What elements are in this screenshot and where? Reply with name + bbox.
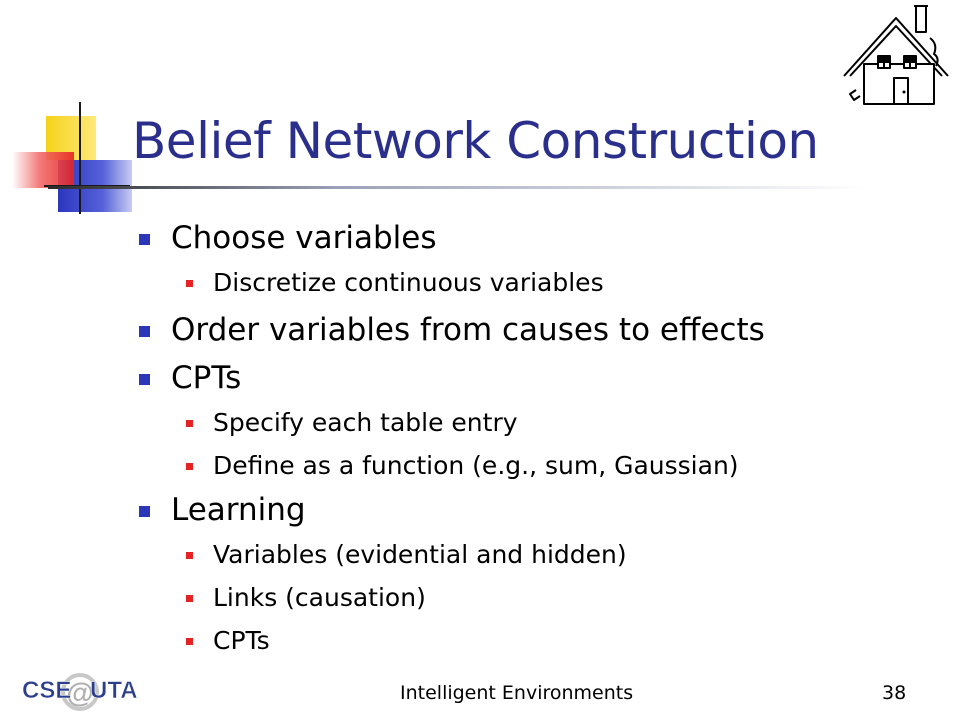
bullet-item: Order variables from causes to effects — [139, 312, 765, 348]
logo-cse: CSE — [22, 677, 71, 704]
bullet-item: Choose variables — [139, 220, 437, 256]
sub-bullet-item: Variables (evidential and hidden) — [186, 540, 627, 569]
decorative-squares-icon — [12, 102, 132, 214]
slide-title: Belief Network Construction — [132, 112, 819, 170]
sub-bullet-item: Discretize continuous variables — [186, 268, 604, 297]
logo-at: @ — [66, 677, 93, 708]
bullet-item: Learning — [139, 492, 306, 528]
logo-uta: UTA — [90, 677, 138, 704]
footer-text: Intelligent Environments — [400, 682, 634, 704]
house-clipart-icon — [843, 5, 949, 105]
cse-uta-logo-icon: @ CSE UTA — [22, 673, 138, 711]
bullet-item: CPTs — [138, 360, 242, 396]
sub-bullet-item: Define as a function (e.g., sum, Gaussia… — [186, 451, 739, 480]
title-underline — [48, 186, 868, 189]
sub-bullet-item: Links (causation) — [186, 583, 426, 612]
page-number: 38 — [882, 682, 907, 704]
sub-bullet-item: CPTs — [186, 626, 270, 655]
sub-bullet-item: Specify each table entry — [186, 408, 518, 437]
